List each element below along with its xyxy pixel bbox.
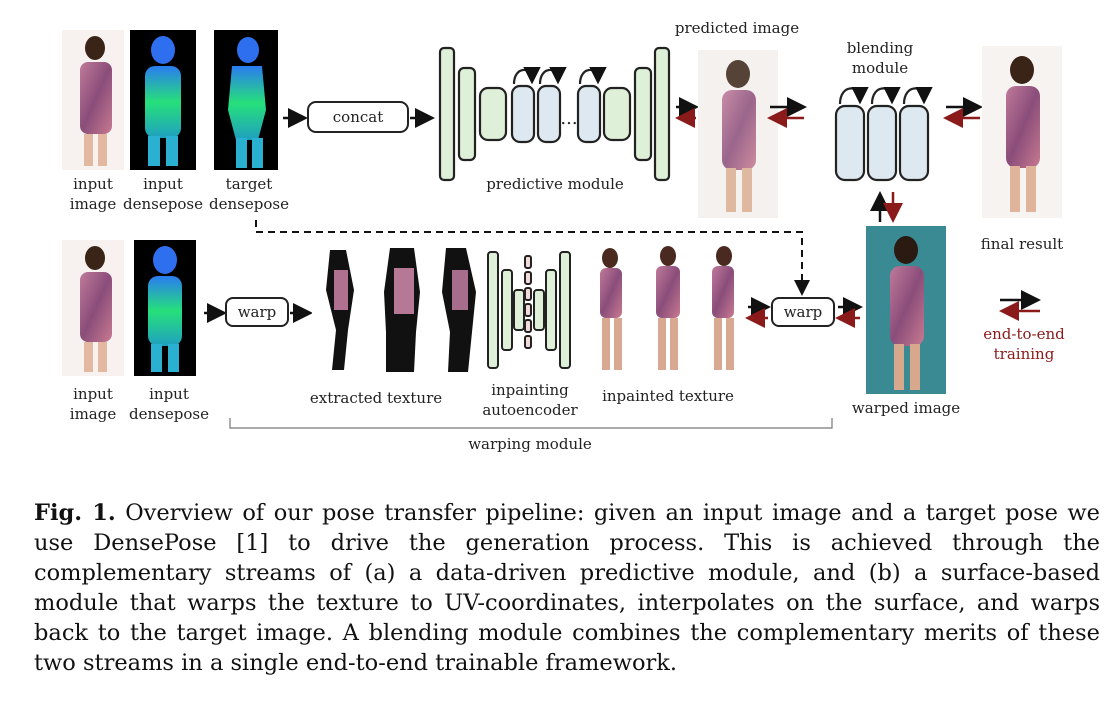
warp-box-2 (771, 297, 835, 327)
label-input-densepose-2: input densepose (129, 385, 209, 423)
extracted-texture-image (312, 240, 482, 380)
label-end-to-end-training: end-to-end training (983, 325, 1065, 363)
caption-text: Overview of our pose transfer pipeline: … (34, 500, 1100, 676)
label-inpainted-texture: inpainted texture (602, 387, 734, 405)
label-inpainting-autoencoder: inpainting autoencoder (482, 381, 578, 419)
input-image-2 (62, 240, 124, 376)
warped-image (866, 226, 946, 394)
label-input-image-1: input image (69, 175, 117, 213)
inpainting-autoencoder-network (487, 251, 571, 369)
blending-module-network (834, 86, 933, 182)
label-predicted-image: predicted image (674, 19, 800, 37)
label-warp-2: warp (783, 303, 823, 321)
concat-box (307, 101, 409, 133)
dashed-densepose-connector (255, 220, 810, 296)
svg-text:...: ... (560, 108, 577, 129)
label-concat: concat (332, 108, 384, 126)
target-densepose (214, 30, 278, 170)
label-predictive-module: predictive module (486, 175, 624, 193)
caption-prefix: Fig. 1. (34, 500, 116, 526)
label-input-image-2: input image (69, 385, 117, 423)
label-final-result: final result (980, 235, 1064, 253)
label-warping-module: warping module (468, 435, 592, 453)
label-warped-image: warped image (851, 399, 961, 417)
input-densepose-2 (134, 240, 196, 376)
label-extracted-texture: extracted texture (309, 389, 443, 407)
pipeline-diagram: ... (62, 30, 1062, 429)
inpainted-texture-image (584, 244, 748, 380)
warp-box-1 (225, 297, 289, 327)
label-input-densepose-1: input densepose (123, 175, 203, 213)
label-blending-module: blending module (846, 39, 914, 77)
predicted-image (698, 50, 778, 218)
figure-caption: Fig. 1. Overview of our pose transfer pi… (34, 498, 1100, 678)
final-result-image (982, 46, 1062, 218)
label-warp-1: warp (237, 303, 277, 321)
input-image-1 (62, 30, 124, 170)
warping-module-bracket (229, 418, 833, 429)
input-densepose-1 (130, 30, 196, 170)
label-target-densepose: target densepose (209, 175, 289, 213)
predictive-module-network (438, 46, 671, 182)
